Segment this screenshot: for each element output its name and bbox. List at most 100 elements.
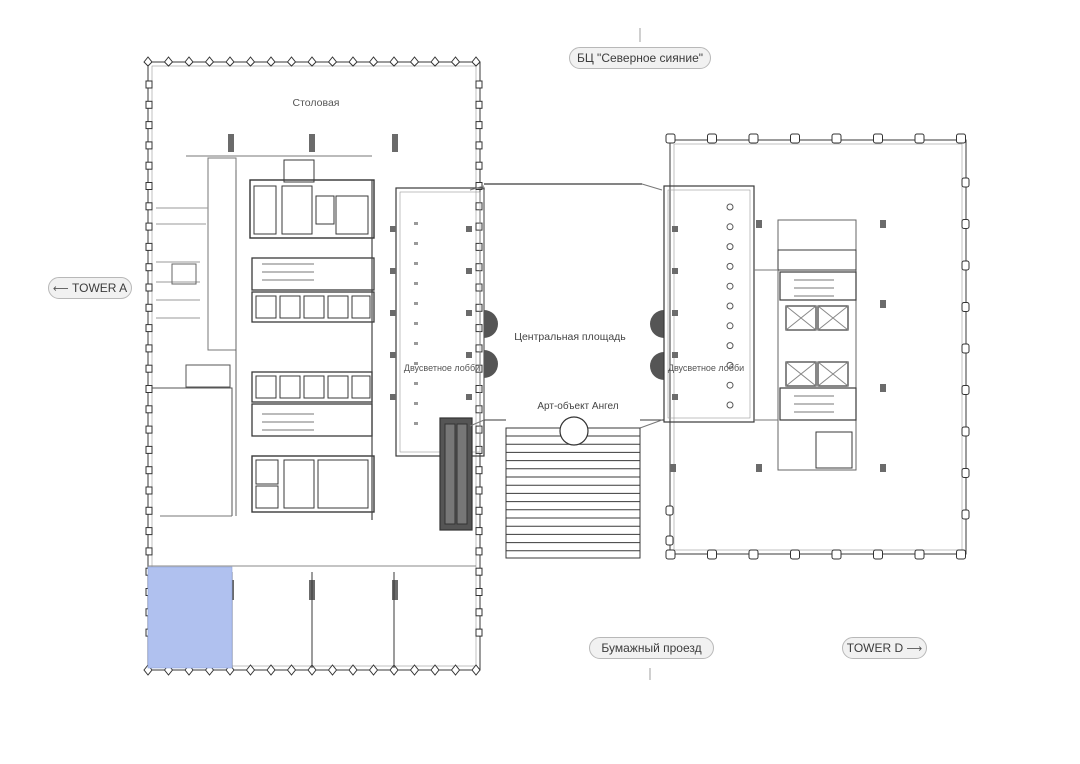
- facade-column: [475, 425, 483, 434]
- facade-column: [145, 547, 153, 556]
- highlighted-office-zone[interactable]: [147, 566, 233, 669]
- facade-column: [145, 527, 153, 536]
- facade-column: [707, 549, 717, 560]
- label-central-square: Центральная площадь: [514, 331, 626, 343]
- facade-column: [748, 133, 759, 144]
- north-building-button[interactable]: БЦ "Северное сияние": [569, 47, 711, 69]
- facade-column: [475, 547, 483, 556]
- facade-column: [266, 664, 276, 676]
- facade-column: [914, 549, 925, 560]
- facade-column: [475, 567, 483, 576]
- lobby-column: [466, 310, 472, 316]
- lobby-light: [414, 242, 418, 245]
- lobby-light: [414, 322, 418, 325]
- facade-column: [327, 664, 338, 676]
- facade-column: [961, 343, 970, 354]
- lobby-light: [726, 401, 734, 409]
- tower-d-label: TOWER D: [846, 641, 904, 655]
- lobby-column: [672, 226, 678, 232]
- lobby-column: [672, 394, 678, 400]
- south-street-label: Бумажный проезд: [601, 641, 702, 655]
- facade-column: [961, 219, 970, 229]
- facade-column: [475, 405, 483, 414]
- facade-column: [914, 133, 925, 144]
- label-canteen: Столовая: [293, 97, 340, 109]
- label-lobby-right: Двусветное лобби: [668, 363, 744, 373]
- facade-column: [475, 161, 483, 170]
- facade-column: [475, 588, 483, 596]
- facade-column: [163, 56, 174, 67]
- facade-column: [475, 121, 483, 130]
- facade-column: [145, 263, 153, 272]
- facade-column: [145, 303, 153, 312]
- facade-column: [389, 664, 399, 676]
- lobby-light: [414, 422, 418, 425]
- arrow-right-icon: ⟶: [906, 642, 923, 655]
- label-art-object: Арт-объект Ангел: [537, 400, 618, 412]
- south-street-button[interactable]: Бумажный проезд: [589, 637, 714, 659]
- facade-column: [450, 664, 461, 676]
- facade-column: [475, 628, 483, 637]
- tower-d-button[interactable]: TOWER D ⟶: [842, 637, 927, 659]
- facade-column: [961, 177, 970, 188]
- lobby-column: [390, 352, 396, 358]
- facade-column: [145, 202, 153, 211]
- lobby-light: [414, 362, 418, 365]
- facade-column: [286, 664, 297, 676]
- facade-column: [961, 468, 970, 478]
- facade-column: [665, 133, 676, 144]
- facade-column: [475, 100, 483, 109]
- facade-column: [475, 141, 483, 150]
- facade-column: [961, 260, 970, 271]
- facade-column: [471, 664, 481, 676]
- lobby-light: [414, 222, 418, 225]
- lobby-light: [726, 203, 734, 211]
- lobby-light: [414, 382, 418, 385]
- facade-column: [145, 344, 153, 353]
- facade-column: [145, 141, 153, 150]
- tower-a-label: TOWER A: [72, 281, 128, 295]
- facade-column: [368, 664, 379, 676]
- facade-column: [665, 505, 674, 516]
- facade-column: [145, 283, 153, 292]
- tower-d-outline: [669, 139, 967, 555]
- facade-column: [145, 182, 153, 190]
- facade-column: [961, 385, 970, 395]
- facade-column: [475, 283, 483, 292]
- facade-column: [961, 509, 970, 520]
- facade-column: [430, 664, 440, 676]
- facade-column: [471, 56, 481, 67]
- facade-column: [475, 242, 483, 251]
- facade-column: [450, 56, 461, 67]
- facade-column: [145, 364, 153, 373]
- facade-column: [204, 56, 215, 67]
- facade-column: [409, 664, 420, 676]
- facade-column: [145, 242, 153, 251]
- facade-column: [961, 302, 970, 312]
- facade-column: [790, 549, 800, 560]
- facade-column: [956, 549, 966, 560]
- lobby-column: [390, 394, 396, 400]
- facade-column: [475, 608, 483, 617]
- facade-column: [225, 56, 235, 67]
- facade-column: [873, 133, 883, 144]
- facade-column: [748, 549, 759, 560]
- facade-column: [475, 466, 483, 475]
- lobby-light: [414, 302, 418, 305]
- facade-column: [145, 324, 153, 333]
- lobby-light: [414, 282, 418, 285]
- lobby-light: [726, 243, 734, 251]
- facade-column: [831, 549, 842, 560]
- lobby-light: [414, 342, 418, 345]
- lobby-column: [466, 226, 472, 232]
- lobby-light: [726, 361, 734, 369]
- label-lobby-left: Двусветное лобби: [404, 363, 480, 373]
- facade-column: [143, 56, 153, 67]
- lobby-light: [414, 402, 418, 405]
- facade-column: [145, 121, 153, 130]
- tower-a-button[interactable]: ⟵ TOWER A: [48, 277, 132, 299]
- facade-column: [245, 56, 256, 67]
- facade-column: [707, 133, 717, 144]
- facade-column: [475, 527, 483, 536]
